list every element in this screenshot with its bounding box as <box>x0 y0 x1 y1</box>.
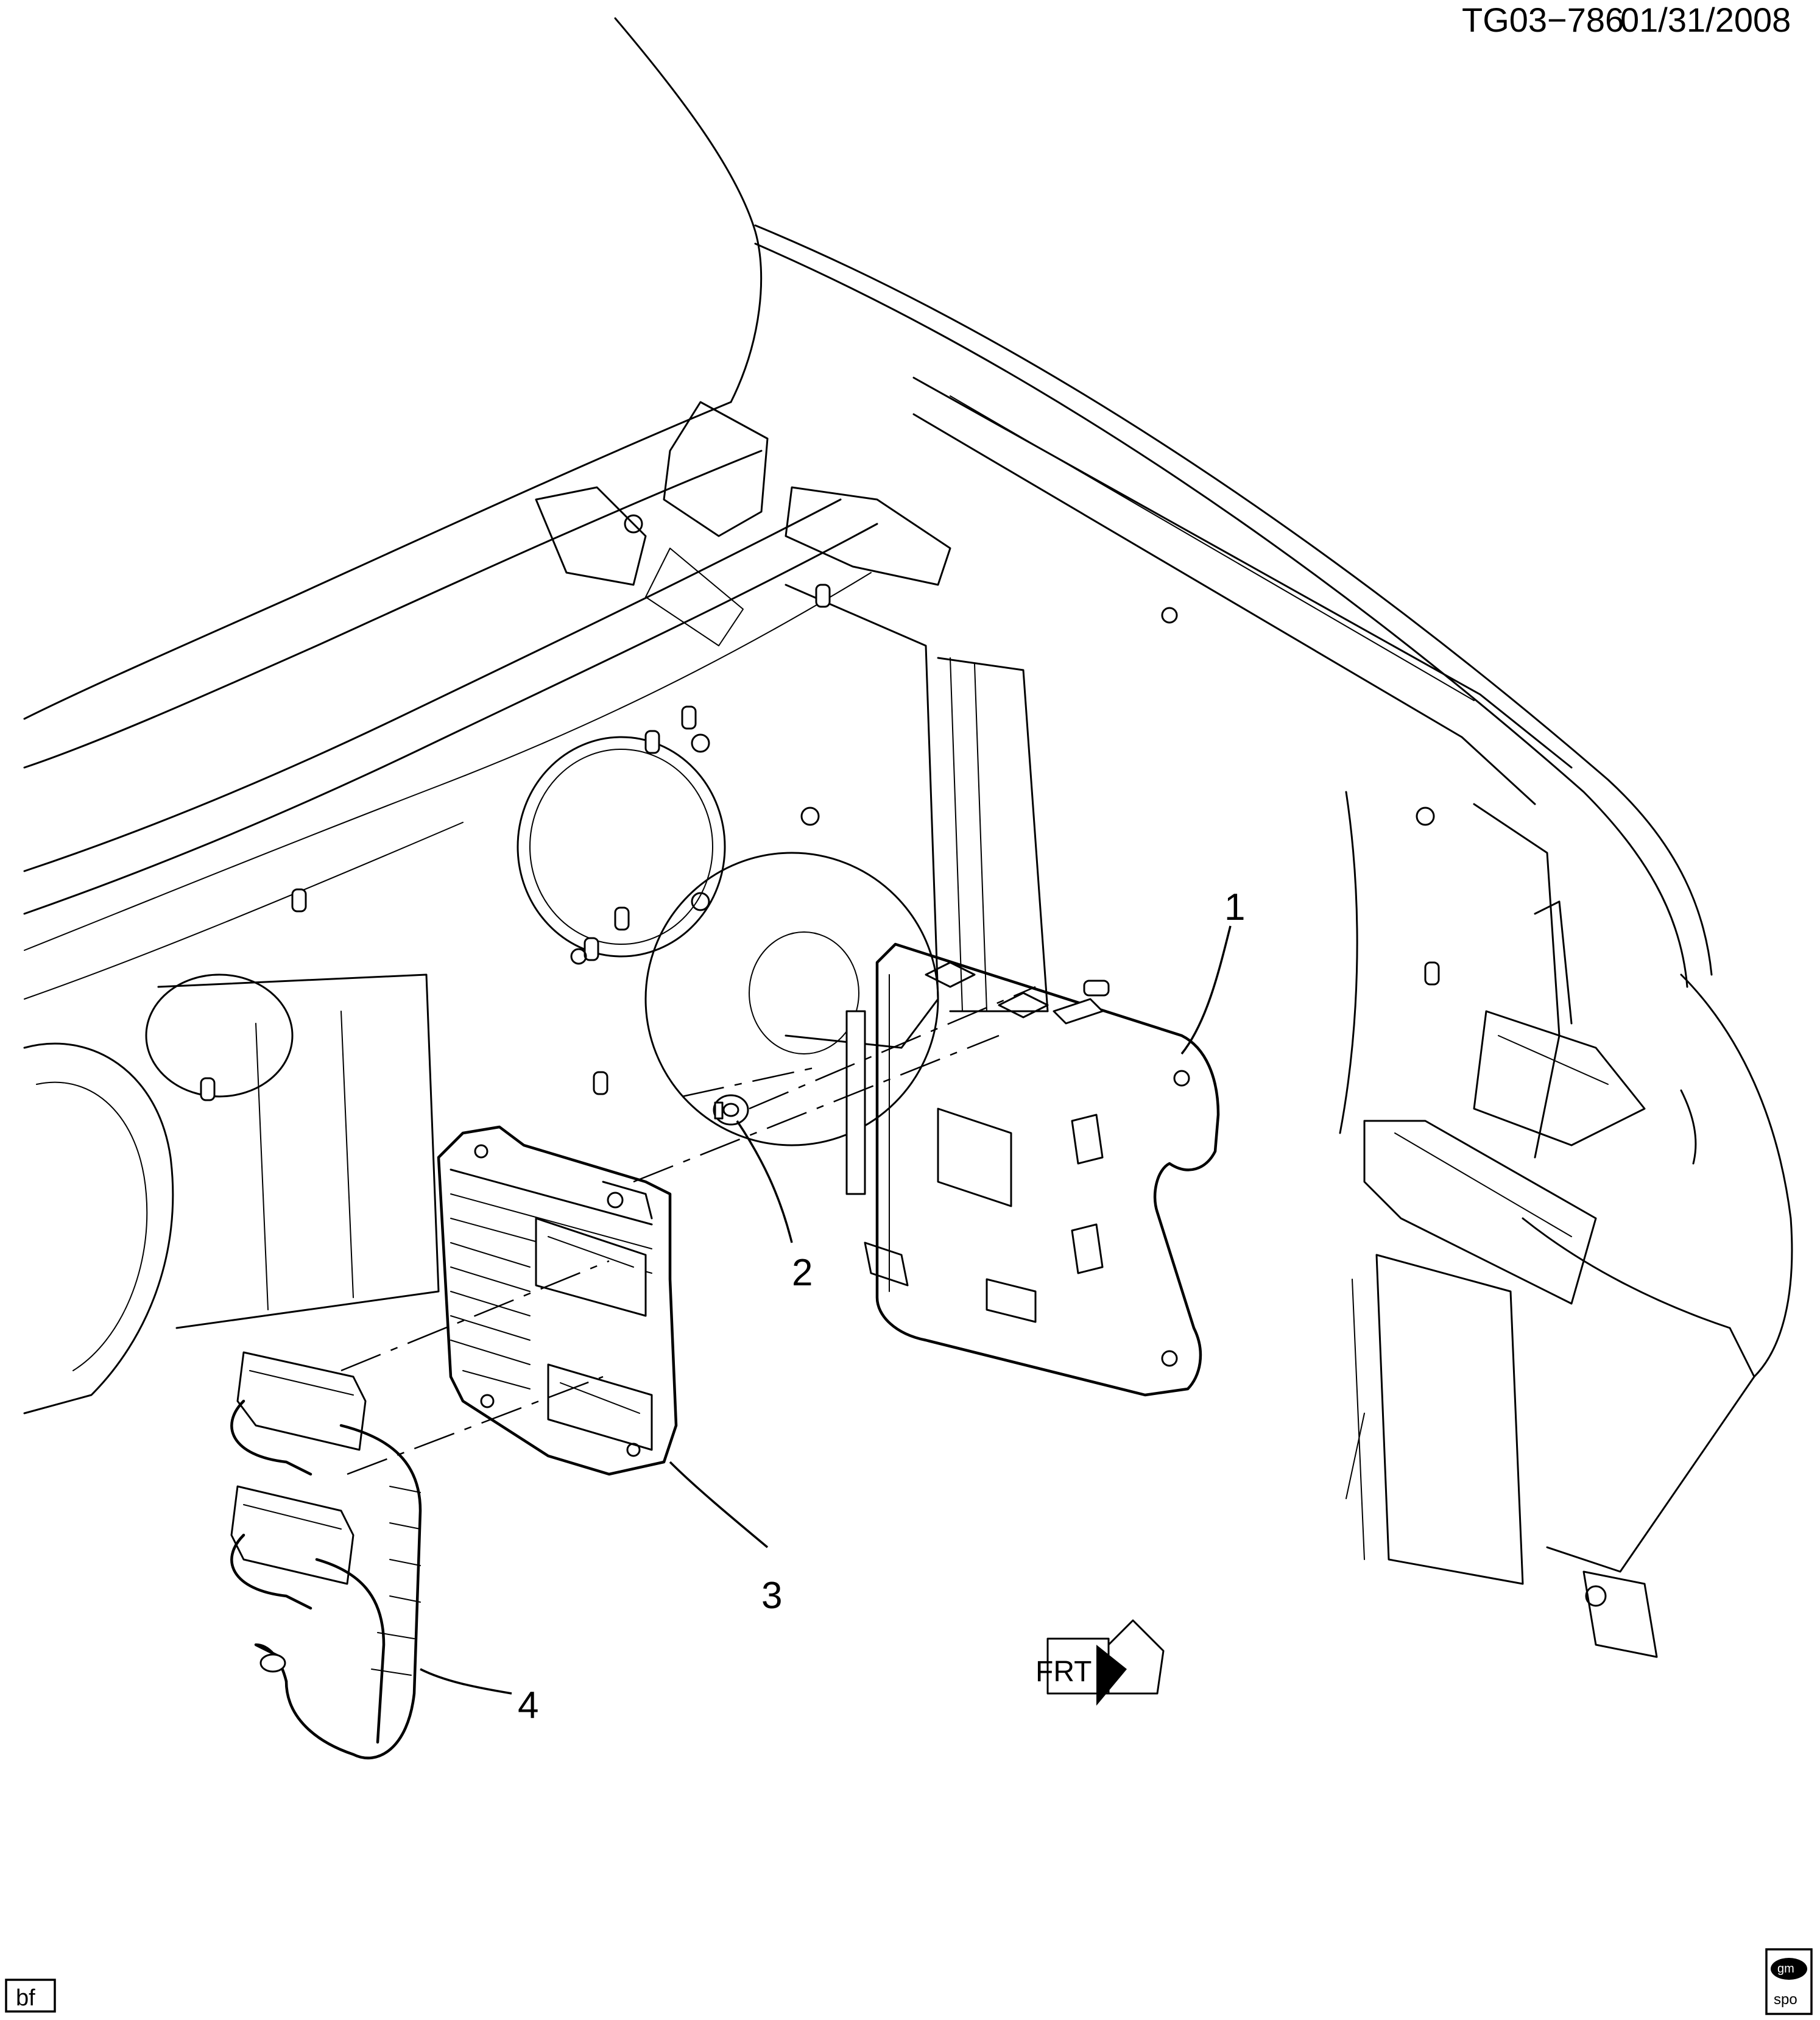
vehicle-body-structure <box>23 17 1793 1658</box>
gmspo-logo: gm spo <box>1765 1948 1813 2015</box>
footer-bf-text: bf <box>16 1985 35 2011</box>
footer-bf-tag: bf <box>5 1979 56 2013</box>
front-arrow-label: FRT <box>1035 1656 1092 1688</box>
diagram-date: 01/31/2008 <box>1620 1 1791 39</box>
logo-text-gm: gm <box>1777 1962 1794 1976</box>
callout-2: 2 <box>792 1252 813 1294</box>
nut <box>713 1094 749 1126</box>
ecm-bracket <box>845 942 1220 1397</box>
callout-4: 4 <box>518 1684 538 1726</box>
front-direction-arrow: FRT <box>1035 1619 1165 1706</box>
stud-bolts <box>200 514 1607 1607</box>
callout-1: 1 <box>1224 886 1245 928</box>
callout-leaders <box>420 925 1232 1695</box>
wiring-harness <box>230 1351 422 1760</box>
logo-text-spo: spo <box>1774 1991 1797 2008</box>
diagram-code: TG03−786 <box>1462 1 1624 39</box>
callout-3: 3 <box>761 1575 782 1617</box>
assembly-centerlines <box>340 986 1036 1475</box>
